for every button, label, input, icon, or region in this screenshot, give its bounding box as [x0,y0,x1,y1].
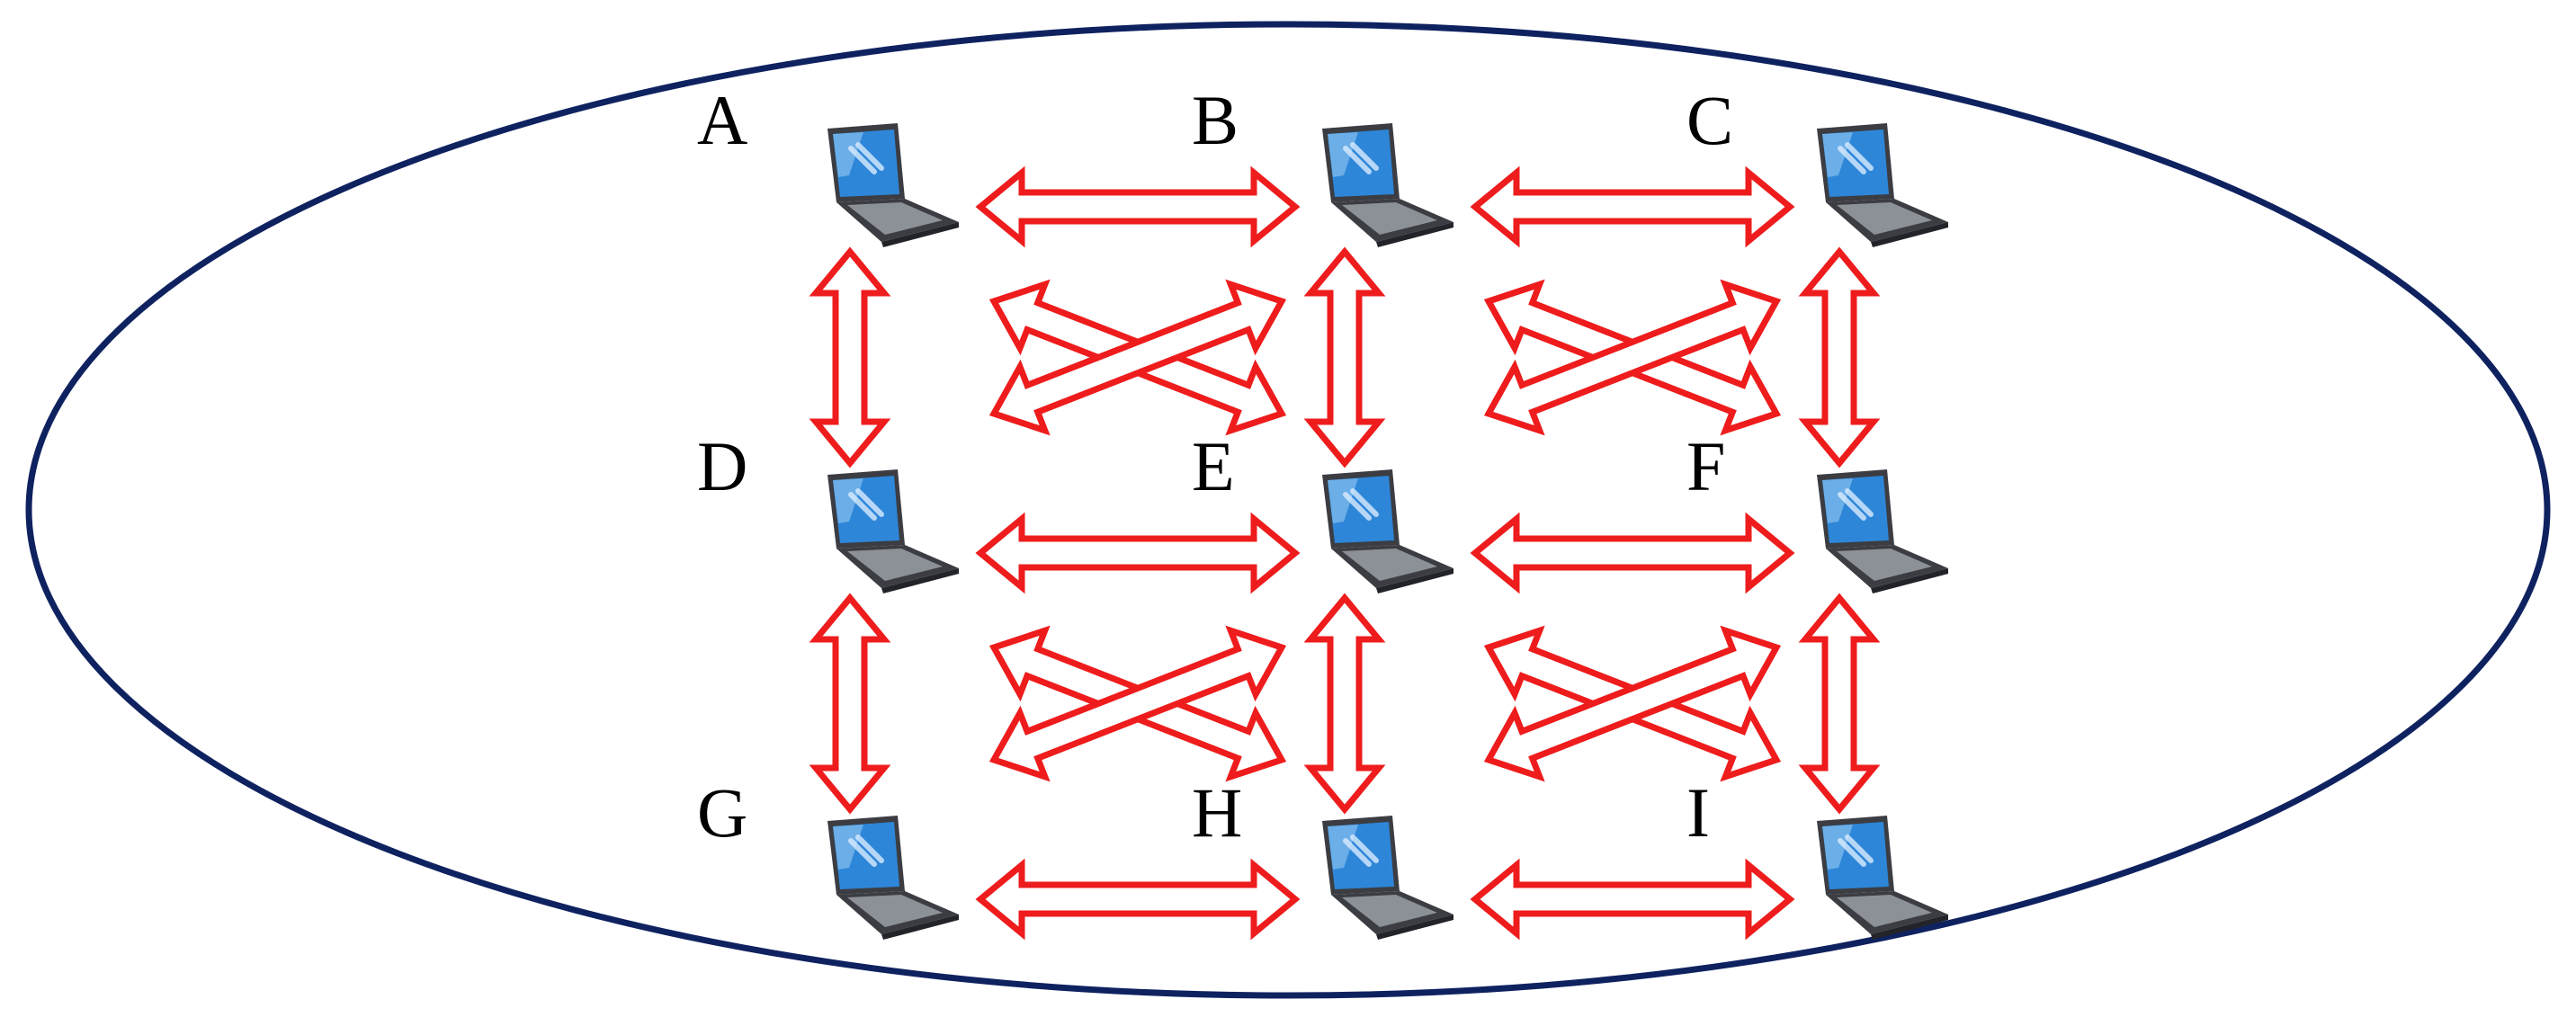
link-arrow-e-h [1303,593,1386,815]
node-label-g: G [697,773,747,852]
node-c: C [1686,81,1948,247]
node-label-b: B [1192,81,1239,159]
laptop-icon [827,123,959,247]
node-a: A [697,81,959,247]
laptop-icon [1817,469,1948,593]
laptop-icon [827,816,959,940]
node-d: D [697,427,959,593]
links-layer [809,165,1881,941]
link-arrow-a-b [975,165,1301,248]
laptop-icon [1817,816,1948,940]
link-arrow-c-f [1798,246,1881,468]
node-label-h: H [1192,773,1242,852]
link-arrow-d-e [975,512,1301,594]
link-arrow-a-d [809,246,891,468]
laptop-icon [1322,816,1453,940]
laptop-icon [1817,123,1948,247]
link-arrow-b-e [1303,246,1386,468]
link-arrow-h-i [1470,858,1795,941]
laptop-icon [1322,123,1453,247]
node-label-f: F [1686,427,1725,505]
node-label-c: C [1686,81,1733,159]
node-label-i: I [1686,773,1710,852]
link-arrow-e-f [1470,512,1795,594]
node-g: G [697,773,959,940]
link-arrow-e-g [988,625,1287,782]
laptop-icon [827,469,959,593]
node-f: F [1686,427,1948,593]
link-arrow-b-c [1470,165,1795,248]
node-i: I [1686,773,1948,940]
laptop-icon [1322,469,1453,593]
link-arrow-c-e [1483,279,1782,436]
node-h: H [1192,773,1453,940]
link-arrow-f-i [1798,593,1881,815]
link-arrow-d-g [809,593,891,815]
nodes-layer: A B C D E F G H I [697,81,1948,940]
node-label-a: A [697,81,747,159]
node-b: B [1192,81,1453,247]
link-arrow-b-d [988,279,1287,436]
network-boundary [25,21,2551,999]
node-label-e: E [1192,427,1235,505]
node-label-d: D [697,427,747,505]
link-arrow-f-h [1483,625,1782,782]
link-arrow-g-h [975,858,1301,941]
node-e: E [1192,427,1453,593]
